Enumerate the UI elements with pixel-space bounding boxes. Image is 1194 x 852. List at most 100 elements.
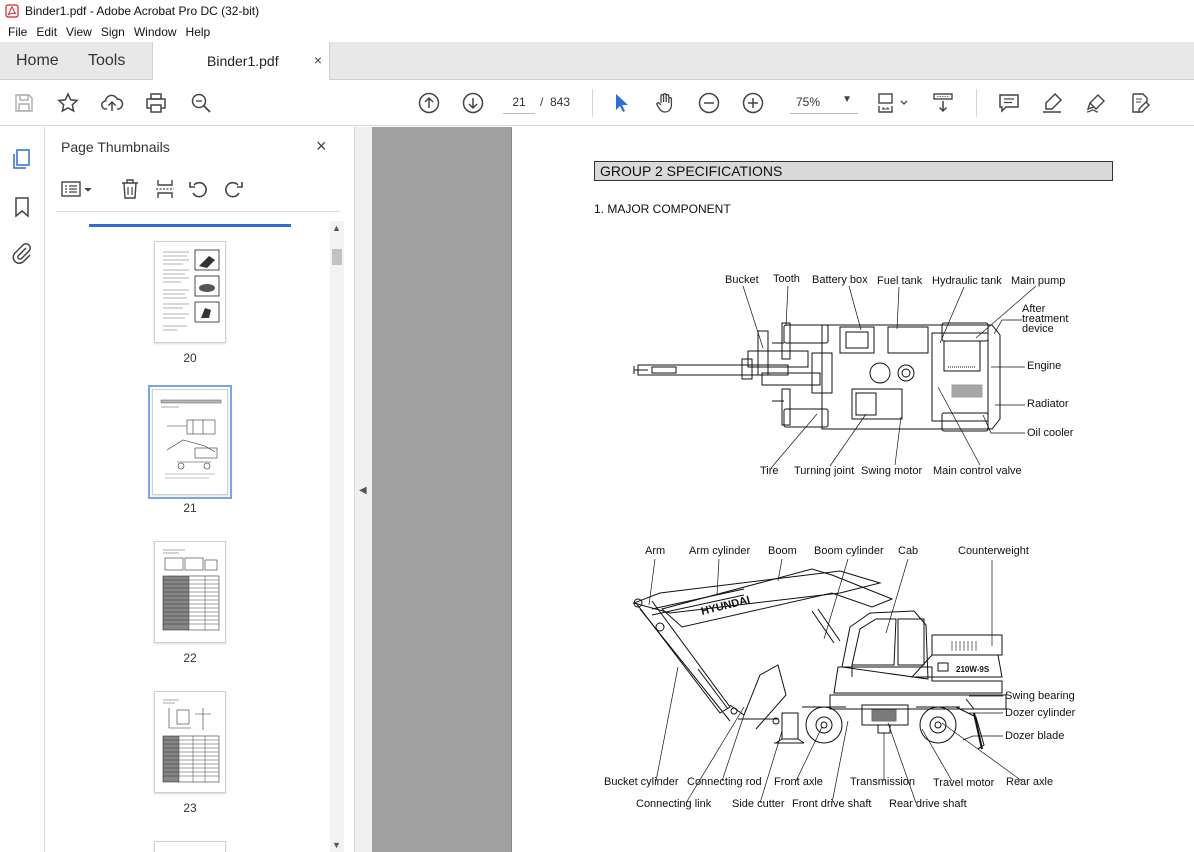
label-cab: Cab [898, 545, 919, 557]
tab-document[interactable]: Binder1.pdf × [152, 42, 330, 81]
thumbnail-page-20[interactable] [154, 241, 226, 343]
boom-brand-label: HYUNDAI [700, 594, 752, 618]
label-arm: Arm [645, 545, 666, 557]
thumbnail-label-23: 23 [183, 801, 197, 815]
title-bar: Binder1.pdf - Adobe Acrobat Pro DC (32-b… [0, 0, 1194, 22]
edit-pdf-icon[interactable] [1128, 91, 1152, 115]
thumbnail-label-22: 22 [183, 651, 197, 665]
rotate-right-icon[interactable] [221, 177, 245, 201]
page-number-input[interactable] [503, 90, 535, 114]
panel-divider [56, 211, 340, 212]
scroll-up-icon[interactable]: ▲ [332, 223, 341, 233]
tab-home[interactable]: Home [16, 52, 59, 69]
thumbnail-page-23[interactable] [154, 691, 226, 793]
thumbnail-page-22[interactable] [154, 541, 226, 643]
thumbnail-scrollbar[interactable]: ▲ ▼ [330, 221, 344, 852]
rotate-left-icon[interactable] [187, 177, 211, 201]
zoom-value: 75% [796, 95, 821, 109]
scroll-down-icon[interactable]: ▼ [332, 840, 341, 850]
comment-icon[interactable] [997, 91, 1021, 115]
label-front-drive-shaft: Front drive shaft [792, 798, 872, 810]
label-rear-axle: Rear axle [1006, 776, 1054, 788]
thumbnail-page-21[interactable] [148, 385, 232, 499]
label-fuel-tank: Fuel tank [877, 275, 923, 287]
label-counterweight: Counterweight [958, 545, 1029, 557]
model-badge: 210W-9S [956, 665, 990, 674]
label-front-axle: Front axle [774, 776, 823, 788]
attachment-icon[interactable] [10, 241, 34, 265]
label-engine: Engine [1027, 360, 1062, 372]
delete-page-icon[interactable] [118, 177, 142, 201]
hand-icon[interactable] [653, 91, 677, 115]
window-title: Binder1.pdf - Adobe Acrobat Pro DC (32-b… [25, 4, 260, 18]
upload-icon[interactable] [100, 91, 124, 115]
group-title: GROUP 2 SPECIFICATIONS [594, 161, 1113, 181]
tab-tools[interactable]: Tools [88, 52, 126, 69]
left-navigation-rail [0, 127, 45, 852]
document-viewport[interactable]: GROUP 2 SPECIFICATIONS 1. MAJOR COMPONEN… [372, 127, 1194, 852]
label-oil-cooler: Oil cooler [1027, 427, 1074, 439]
page-thumbnails-icon[interactable] [10, 147, 34, 171]
label-bucket: Bucket [725, 274, 759, 286]
menu-help[interactable]: Help [185, 25, 211, 39]
label-boom-cylinder: Boom cylinder [814, 545, 884, 557]
label-after: After [1022, 303, 1046, 315]
close-tab-icon[interactable]: × [313, 52, 322, 68]
thumbnail-panel: Page Thumbnails × [46, 127, 354, 852]
scrollbar-thumb[interactable] [332, 249, 342, 265]
label-turning-joint: Turning joint [794, 465, 855, 477]
label-main-pump: Main pump [1011, 275, 1066, 287]
label-battery-box: Battery box [812, 274, 868, 286]
chevron-down-icon: ▼ [842, 94, 852, 105]
star-icon[interactable] [56, 91, 80, 115]
bookmark-icon[interactable] [10, 195, 34, 219]
menu-edit[interactable]: Edit [36, 25, 58, 39]
label-side-cutter: Side cutter [732, 798, 785, 810]
label-swing-motor: Swing motor [861, 465, 923, 477]
thumbnail-label-20: 20 [183, 351, 197, 365]
menu-window[interactable]: Window [133, 25, 177, 39]
zoom-select[interactable]: 75% ▼ [790, 90, 858, 114]
menu-file[interactable]: File [8, 25, 28, 39]
zoom-in-icon[interactable] [741, 91, 765, 115]
side-view-leaders [648, 558, 1023, 804]
extract-page-icon[interactable] [153, 177, 177, 201]
zoom-out-icon[interactable] [697, 91, 721, 115]
label-boom: Boom [768, 545, 797, 557]
page-up-icon[interactable] [417, 91, 441, 115]
acrobat-logo-icon [5, 4, 19, 18]
zoom-search-icon[interactable] [189, 91, 213, 115]
thumbnail-page-next[interactable] [154, 841, 226, 852]
toolbar-divider [976, 89, 977, 117]
label-treatment: treatment [1022, 313, 1069, 325]
thumbnail-options-icon[interactable] [60, 177, 96, 201]
scroll-mode-icon[interactable] [931, 91, 955, 115]
collapse-panel-icon[interactable]: ◀ [359, 485, 367, 496]
label-dozer-blade: Dozer blade [1005, 730, 1065, 742]
save-icon[interactable] [12, 91, 36, 115]
label-connecting-link: Connecting link [636, 798, 712, 810]
menu-view[interactable]: View [66, 25, 92, 39]
print-icon[interactable] [144, 91, 168, 115]
top-view-leaders [742, 285, 1037, 469]
menu-sign[interactable]: Sign [100, 25, 125, 39]
label-main-control-valve: Main control valve [933, 465, 1022, 477]
thumbnail-toolbar [56, 177, 346, 205]
tab-bar: Home Tools Binder1.pdf × [0, 42, 1194, 81]
highlight-icon[interactable] [1040, 91, 1064, 115]
panel-splitter[interactable]: ◀ [354, 127, 372, 852]
page-total: 843 [550, 95, 571, 109]
main-toolbar: / 843 75% ▼ [0, 80, 1194, 126]
close-panel-icon[interactable]: × [316, 136, 327, 156]
side-view-drawing: HYUNDAI [632, 568, 1007, 750]
select-cursor-icon[interactable] [609, 91, 633, 115]
label-rear-drive-shaft: Rear drive shaft [889, 798, 967, 810]
page-separator: / [540, 95, 544, 109]
label-radiator: Radiator [1027, 398, 1069, 410]
label-tooth: Tooth [773, 273, 800, 285]
sign-icon[interactable] [1084, 91, 1108, 115]
pdf-page: GROUP 2 SPECIFICATIONS 1. MAJOR COMPONEN… [511, 127, 1194, 852]
page-down-icon[interactable] [461, 91, 485, 115]
fit-page-icon[interactable] [875, 91, 911, 115]
label-arm-cylinder: Arm cylinder [689, 545, 751, 557]
